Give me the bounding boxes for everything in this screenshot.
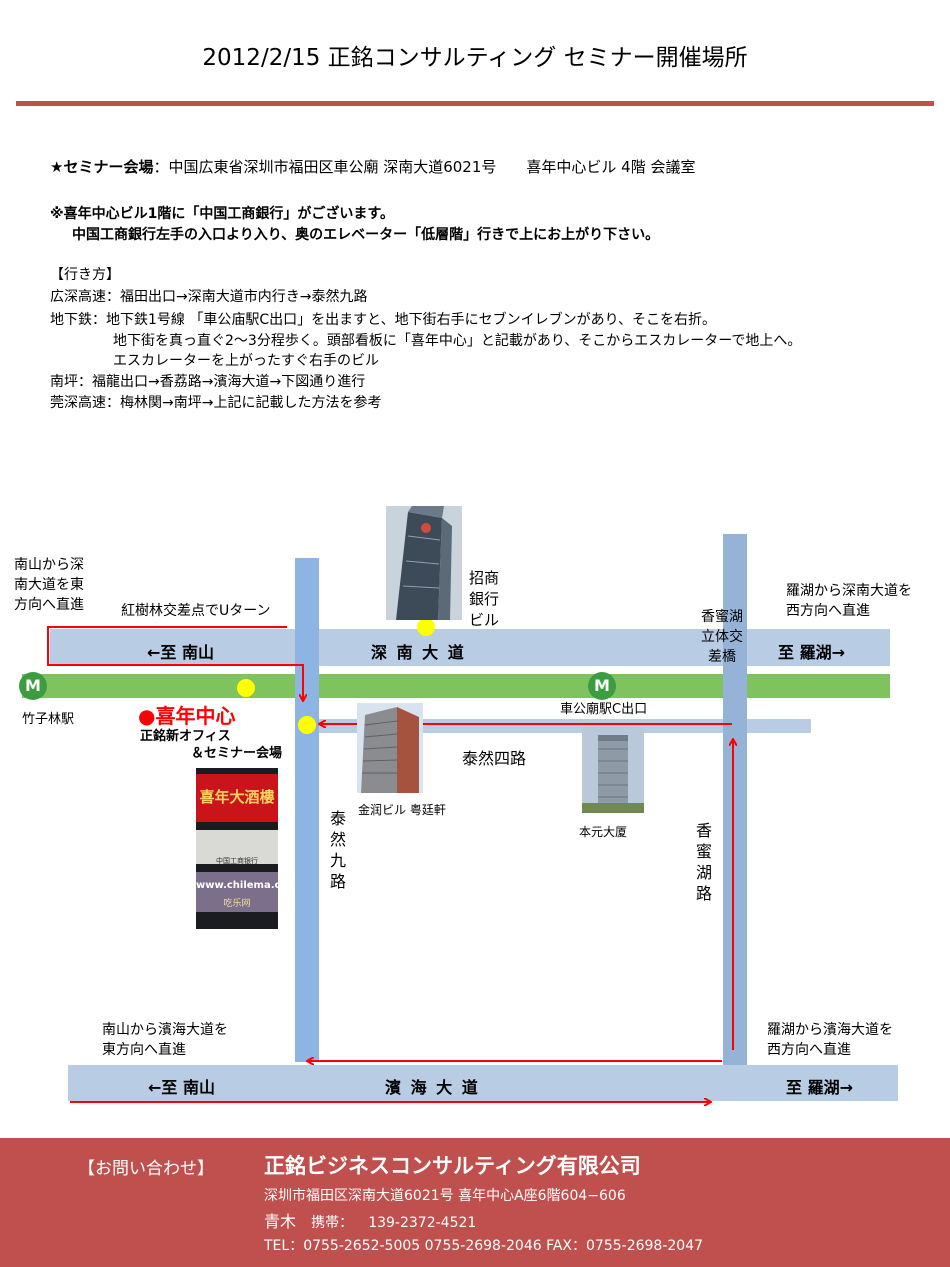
taiiran-4-label: 泰然四路	[462, 749, 527, 768]
target-sub-label-2: ＆セミナー会場	[191, 746, 283, 761]
directions-heading: 【行き方】	[50, 267, 120, 283]
binhai-road-label: 濱 海 大 道	[385, 1078, 480, 1097]
direction-item: 地下街を真っ直ぐ2～3分程歩く。頭部看板に「喜年中心」と記載があり、そこからエス…	[113, 333, 802, 349]
target-building-label: ●喜年中心	[138, 704, 236, 728]
benyuan-building-photo	[582, 727, 644, 813]
nanshan-binhai-note: 南山から濱海大道を 東方向へ直進	[102, 1022, 228, 1058]
xiangmihu-road	[723, 534, 747, 1095]
zhaoshang-bank-photo	[386, 506, 462, 620]
taiiran-9-road	[295, 558, 319, 1062]
note-line-2: 中国工商銀行左手の入口より入り、奥のエレベーター「低層階」行きで上にお上がり下さ…	[72, 227, 660, 243]
shennan-west-label: ←至 南山	[147, 643, 214, 662]
direction-item: 南坪：福龍出口→香荔路→濱海大道→下図通り進行	[50, 374, 366, 390]
xinian-entrance-marker	[237, 679, 255, 697]
direction-item: 莞深高速：梅林関→南坪→上記に記載した方法を参考	[50, 395, 382, 411]
company-address: 深圳市福田区深南大道6021号 喜年中心A座6階604−606	[264, 1188, 626, 1204]
xiangmihu-road-label: 香 蜜 湖 路	[695, 821, 712, 903]
photo-sign-text: 喜年大酒樓	[199, 788, 275, 806]
zhuzilin-station-label: 竹子林駅	[22, 712, 75, 727]
chegongmiao-station-label: 車公廟駅C出口	[560, 702, 648, 717]
target-dot-icon: ●	[138, 704, 156, 728]
photo-bank-text: 中国工商银行	[216, 857, 258, 865]
xinian-marker	[298, 716, 316, 734]
note-line-1: ※喜年中心ビル1階に「中国工商銀行」がございます。	[50, 206, 394, 222]
contact-person: 青木 携帯： 139-2372-4521	[264, 1212, 477, 1231]
jinrun-building-photo	[357, 703, 423, 793]
xinian-entrance-photo: 喜年大酒樓 中国工商银行 www.chilema.cn 吃乐网	[196, 768, 278, 929]
nanshan-shennan-note: 南山から深 南大道を東 方向へ直進	[14, 557, 84, 613]
jinrun-building-label: 金润ビル 粤廷軒	[358, 803, 446, 817]
uturn-note: 紅樹林交差点でUターン	[121, 603, 271, 619]
tel-fax: TEL：0755-2652-5005 0755-2698-2046 FAX：07…	[264, 1238, 704, 1254]
luohu-binhai-note: 羅湖から濱海大道を 西方向へ直進	[767, 1022, 893, 1058]
shennan-road-label: 深 南 大 道	[371, 643, 466, 662]
direction-item: 広深高速：福田出口→深南大道市内行き→泰然九路	[50, 289, 368, 305]
binhai-west-label: ←至 南山	[148, 1078, 215, 1097]
venue-label: ★セミナー会場	[50, 158, 154, 176]
route-nanshan-shennan	[47, 626, 303, 700]
contact-label: 【お問い合わせ】	[78, 1159, 214, 1179]
luohu-shennan-note: 羅湖から深南大道を 西方向へ直進	[786, 583, 912, 619]
zhaoshang-marker	[417, 618, 435, 636]
zhaoshang-bank-label: 招商 銀行 ビル	[469, 569, 500, 629]
contact-footer: 【お問い合わせ】 正銘ビジネスコンサルティング有限公司 深圳市福田区深南大道60…	[0, 1138, 950, 1267]
metro-icon: M	[19, 672, 47, 700]
taiiran-4-road	[318, 719, 811, 733]
taiiran-9-label: 泰 然 九 路	[329, 809, 346, 891]
photo-web-text: www.chilema.cn	[196, 880, 278, 891]
metro-icon: M	[588, 672, 616, 700]
shennan-road	[50, 629, 890, 666]
shennan-east-label: 至 羅湖→	[778, 643, 845, 662]
direction-item: エスカレーターを上がったすぐ右手のビル	[113, 353, 379, 369]
binhai-road	[68, 1065, 898, 1101]
xiangmihu-bridge-label: 香蜜湖 立体交 差橋	[701, 609, 743, 665]
venue-line: ★セミナー会場：中国広東省深圳市福田区車公廟 深南大道6021号 喜年中心ビル …	[50, 158, 695, 176]
page-title: 2012/2/15 正銘コンサルティング セミナー開催場所	[202, 45, 748, 71]
benyuan-building-label: 本元大厦	[579, 825, 628, 839]
target-sub-label-1: 正銘新オフィス	[140, 729, 231, 744]
venue-address: ：中国広東省深圳市福田区車公廟 深南大道6021号 喜年中心ビル 4階 会議室	[153, 158, 696, 176]
photo-web-sub: 吃乐网	[223, 899, 251, 909]
company-name: 正銘ビジネスコンサルティング有限公司	[264, 1154, 641, 1178]
direction-item: 地下鉄：地下鉄1号線 「車公庙駅C出口」を出ますと、地下街右手にセブンイレブンが…	[50, 312, 717, 328]
title-divider	[16, 101, 934, 106]
binhai-east-label: 至 羅湖→	[786, 1078, 853, 1097]
